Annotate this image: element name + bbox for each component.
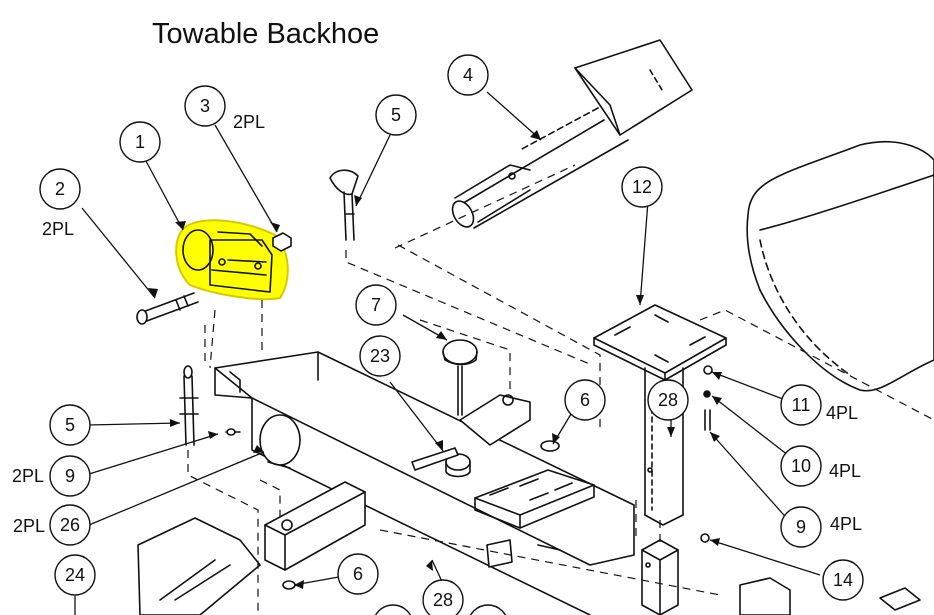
- washers-part: [225, 365, 713, 590]
- post-socket-part: [641, 539, 679, 615]
- crossbar-part: [411, 394, 531, 478]
- callout-23: 23: [359, 335, 401, 377]
- lower-arm-part: [137, 517, 261, 615]
- callout-partial-right: [469, 604, 507, 615]
- callout-5-lower: 5: [49, 404, 91, 446]
- callout-5-upper-label: 5: [391, 105, 401, 125]
- callout-28-lower-label: 28: [433, 590, 453, 610]
- callout-24: 24: [54, 554, 96, 596]
- callout-24-label: 24: [65, 565, 85, 585]
- leader-arrowheads: [148, 130, 722, 589]
- callout-26-label: 26: [60, 515, 80, 535]
- callout-6-lower-label: 6: [353, 564, 363, 584]
- callout-11-label: 11: [792, 395, 811, 415]
- callout-3-label: 3: [200, 96, 210, 116]
- callout-23-label: 23: [370, 346, 390, 366]
- callout-11: 11 4PL: [780, 384, 858, 426]
- callout-2: 2 2PL: [39, 168, 81, 239]
- callout-12: 12: [621, 166, 663, 208]
- callout-6-upper-label: 6: [580, 390, 590, 410]
- hitch-pin-lower-part: [179, 365, 199, 446]
- callout-11-qty: 4PL: [826, 403, 858, 423]
- callout-9-left-label: 9: [65, 466, 75, 486]
- hitch-coupler-part: [175, 219, 289, 301]
- callout-26: 26 2PL: [13, 504, 91, 546]
- tongue-extension-part: [451, 39, 693, 229]
- square-tube-part: [264, 481, 366, 571]
- callout-7: 7: [355, 284, 397, 326]
- callout-9-left-qty: 2PL: [12, 466, 44, 486]
- callout-2-qty: 2PL: [42, 219, 74, 239]
- hitch-pin-upper-part: [329, 169, 359, 241]
- callout-14-label: 14: [833, 570, 853, 590]
- callout-7-label: 7: [371, 295, 381, 315]
- callout-9-left: 9 2PL: [12, 455, 91, 497]
- callout-2-label: 2: [55, 179, 65, 199]
- callout-1: 1: [119, 121, 161, 163]
- callout-10: 10 4PL: [780, 445, 861, 487]
- callout-9-right: 9 4PL: [780, 506, 862, 548]
- callout-26-qty: 2PL: [13, 516, 45, 536]
- callout-12-label: 12: [632, 177, 652, 197]
- callout-5-upper: 5: [375, 94, 417, 136]
- callout-9-right-label: 9: [796, 517, 806, 537]
- lower-right-part: [739, 577, 921, 615]
- mounting-bracket-part: [474, 469, 595, 529]
- seat-part: [746, 140, 934, 392]
- callout-10-qty: 4PL: [829, 461, 861, 481]
- callout-5-lower-label: 5: [65, 415, 75, 435]
- callout-3-qty: 2PL: [233, 112, 265, 132]
- callout-4-label: 4: [463, 65, 473, 85]
- callout-6-upper: 6: [564, 379, 606, 421]
- callout-14: 14: [822, 559, 864, 601]
- callout-28-upper: 28: [647, 379, 689, 421]
- callout-9-right-qty: 4PL: [830, 514, 862, 534]
- knob-part: [442, 339, 478, 416]
- bolt-part: [136, 292, 199, 325]
- callout-28-lower: 28: [422, 579, 464, 615]
- callout-3: 3 2PL: [184, 85, 265, 132]
- nut-part: [272, 232, 292, 252]
- callout-6-lower: 6: [337, 553, 379, 595]
- callout-1-label: 1: [135, 132, 145, 152]
- callout-4: 4: [447, 54, 489, 96]
- callouts: 1 2 2PL 3 2PL 4 5 5 6 6: [12, 54, 864, 615]
- callout-10-label: 10: [791, 456, 811, 476]
- callout-partial-left: [374, 604, 412, 615]
- diagram-title: Towable Backhoe: [152, 18, 380, 50]
- callout-28-upper-label: 28: [658, 390, 678, 410]
